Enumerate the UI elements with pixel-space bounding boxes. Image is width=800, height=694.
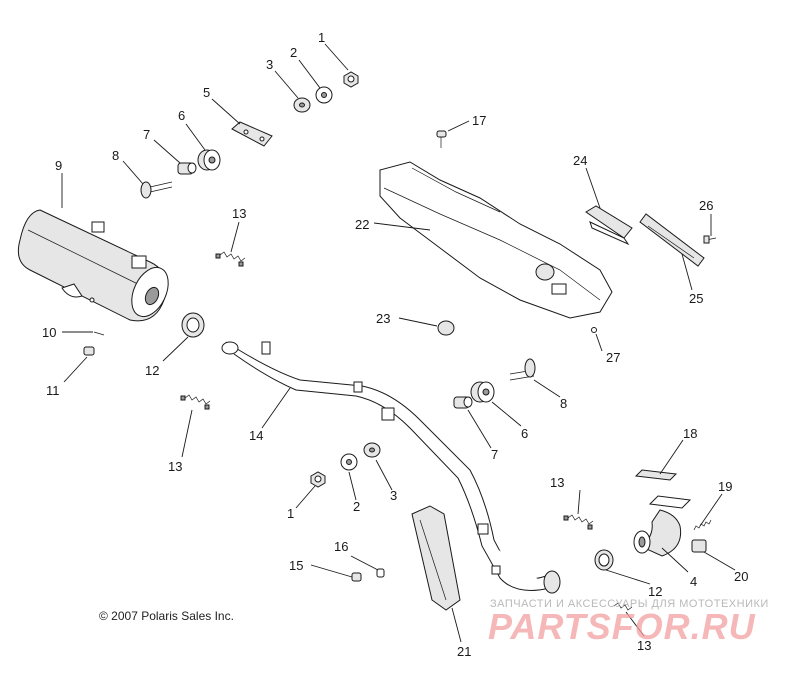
callout-6-right: 6 bbox=[521, 426, 528, 441]
part-bolt-17 bbox=[436, 130, 447, 148]
part-spring-19 bbox=[693, 519, 712, 531]
callout-25: 25 bbox=[689, 291, 703, 306]
callout-27: 27 bbox=[606, 350, 620, 365]
part-pin-10 bbox=[93, 331, 105, 336]
part-spring-13-d bbox=[613, 602, 633, 611]
part-washer-2-top bbox=[315, 86, 333, 104]
part-spring-13-a bbox=[215, 251, 246, 267]
part-clamp-20 bbox=[691, 539, 707, 553]
callout-2-bottom: 2 bbox=[353, 499, 360, 514]
callout-16: 16 bbox=[334, 539, 348, 554]
part-heat-shield-22 bbox=[379, 161, 613, 319]
callout-18: 18 bbox=[683, 426, 697, 441]
part-nut-1-top bbox=[343, 71, 359, 88]
callout-8-right: 8 bbox=[560, 396, 567, 411]
callout-23: 23 bbox=[376, 311, 390, 326]
callout-22: 22 bbox=[355, 217, 369, 232]
callout-4: 4 bbox=[690, 574, 697, 589]
part-washer-2-bottom bbox=[340, 453, 358, 471]
callout-6-top: 6 bbox=[178, 108, 185, 123]
callout-14: 14 bbox=[249, 428, 263, 443]
callout-3-top: 3 bbox=[266, 57, 273, 72]
callout-20: 20 bbox=[734, 569, 748, 584]
part-guard-21 bbox=[411, 505, 461, 611]
part-bracket-5 bbox=[231, 121, 273, 147]
part-washer-3-bottom bbox=[363, 442, 381, 458]
part-spacer-7-top bbox=[177, 162, 197, 175]
callout-12-right: 12 bbox=[648, 584, 662, 599]
part-gasket-12-left bbox=[181, 312, 205, 338]
part-plug-23 bbox=[437, 320, 455, 336]
part-washer-3-top bbox=[293, 97, 311, 113]
callout-9: 9 bbox=[55, 158, 62, 173]
part-head-pipe-14 bbox=[221, 341, 561, 594]
part-gasket-18 bbox=[634, 469, 678, 481]
part-gasket-25 bbox=[639, 213, 705, 267]
part-muffler-9 bbox=[17, 209, 169, 322]
copyright-notice: © 2007 Polaris Sales Inc. bbox=[99, 609, 234, 623]
callout-7-top: 7 bbox=[143, 127, 150, 142]
part-elbow-4 bbox=[633, 495, 692, 557]
part-spring-13-b bbox=[180, 394, 211, 410]
callout-24: 24 bbox=[573, 153, 587, 168]
part-plate-24 bbox=[585, 205, 633, 246]
callout-13-c: 13 bbox=[550, 475, 564, 490]
part-screw-11 bbox=[83, 346, 95, 356]
part-grommet-6-top bbox=[197, 149, 221, 171]
callout-11: 11 bbox=[46, 383, 60, 398]
callout-13-d: 13 bbox=[637, 638, 651, 653]
part-clip-16 bbox=[376, 568, 385, 578]
part-bolt-8-right bbox=[509, 358, 536, 381]
part-spacer-7-right bbox=[453, 396, 473, 409]
part-spring-13-c bbox=[563, 514, 594, 530]
callout-3-bottom: 3 bbox=[390, 488, 397, 503]
callout-13-a: 13 bbox=[232, 206, 246, 221]
watermark-caption: ЗАПЧАСТИ И АКСЕССУАРЫ ДЛЯ МОТОТЕХНИКИ bbox=[490, 598, 769, 610]
callout-5: 5 bbox=[203, 85, 210, 100]
callout-2-top: 2 bbox=[290, 45, 297, 60]
callout-labels: 1 2 3 5 6 7 8 9 10 11 12 13 13 14 17 22 … bbox=[42, 30, 748, 659]
callout-8-top: 8 bbox=[112, 148, 119, 163]
part-gasket-12-right bbox=[594, 549, 614, 571]
callout-21: 21 bbox=[457, 644, 471, 659]
callout-1-top: 1 bbox=[318, 30, 325, 45]
callout-10: 10 bbox=[42, 325, 56, 340]
callout-19: 19 bbox=[718, 479, 732, 494]
watermark-logo: PARTSFOR.RU bbox=[488, 606, 756, 647]
callout-7-right: 7 bbox=[491, 447, 498, 462]
part-grommet-6-right bbox=[470, 381, 495, 403]
part-washer-27 bbox=[591, 327, 597, 333]
part-bolt-8-top bbox=[140, 181, 173, 199]
callout-13-b: 13 bbox=[168, 459, 182, 474]
part-nut-1-bottom bbox=[310, 471, 326, 488]
callout-17: 17 bbox=[472, 113, 486, 128]
callout-1-bottom: 1 bbox=[287, 506, 294, 521]
part-bolt-15 bbox=[351, 572, 362, 582]
callout-15: 15 bbox=[289, 558, 303, 573]
callout-26: 26 bbox=[699, 198, 713, 213]
part-screw-26 bbox=[703, 235, 717, 244]
callout-12-left: 12 bbox=[145, 363, 159, 378]
leader-lines bbox=[61, 43, 736, 643]
